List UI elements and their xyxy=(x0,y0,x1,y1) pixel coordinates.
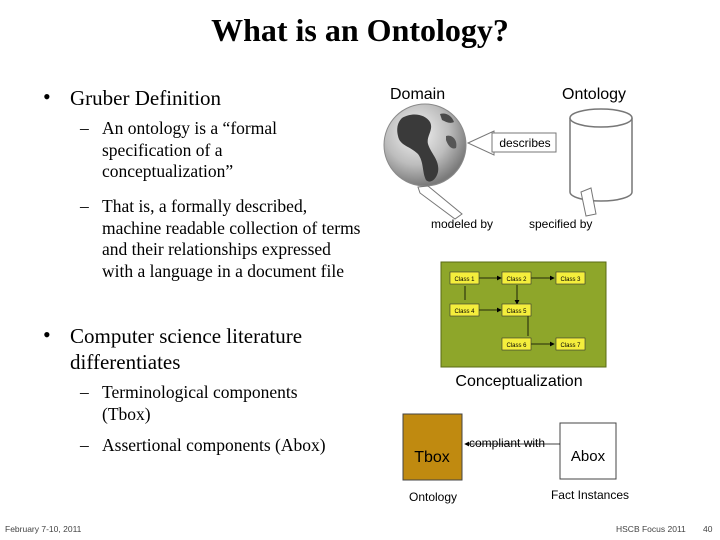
modeled-by-arrow xyxy=(417,185,463,220)
database-cylinder-icon xyxy=(569,108,633,202)
class-box-2 xyxy=(501,271,532,285)
slide-title: What is an Ontology? xyxy=(211,12,509,48)
sub-1-1-marker: – xyxy=(80,118,89,138)
ontology-bottom-label: Ontology xyxy=(409,490,457,504)
bullet-1-text: Gruber Definition xyxy=(70,86,222,110)
class-boxes: Class 1 Class 2 Class 3 Class 4 Class 5 … xyxy=(449,271,586,351)
bullet-2-marker: • xyxy=(43,322,51,347)
footer-page-number: 40 xyxy=(703,524,713,534)
bullet-1-marker: • xyxy=(43,84,51,109)
abox-box xyxy=(559,422,617,480)
sub-2-2-text: Assertional components (Abox) xyxy=(102,435,326,455)
globe-icon xyxy=(383,103,467,187)
abox-label: Abox xyxy=(571,448,606,465)
footer-date: February 7-10, 2011 xyxy=(5,524,82,534)
class-label-3: Class 3 xyxy=(560,277,581,283)
sub-2-2-marker: – xyxy=(80,435,89,455)
bullet-2-text: Computer science literature differentiat… xyxy=(70,324,303,374)
tbox-label: Tbox xyxy=(414,449,450,466)
sub-2-1-marker: – xyxy=(80,382,89,402)
sub-1-1-text: An ontology is a “formal specification o… xyxy=(102,118,277,181)
class-box-3 xyxy=(555,271,586,285)
class-label-5: Class 5 xyxy=(506,309,527,315)
class-label-1: Class 1 xyxy=(454,277,475,283)
footer-venue: HSCB Focus 2011 xyxy=(616,524,686,534)
tbox-box xyxy=(402,413,463,481)
class-box-1 xyxy=(449,271,480,285)
describes-callout: describes xyxy=(466,130,557,156)
class-label-2: Class 2 xyxy=(506,277,527,283)
class-box-7 xyxy=(555,337,586,351)
class-label-7: Class 7 xyxy=(560,343,581,349)
class-box-6 xyxy=(501,337,532,351)
class-box-4 xyxy=(449,303,480,317)
sub-1-2-text: That is, a formally described, machine r… xyxy=(102,196,361,281)
class-label-4: Class 4 xyxy=(454,309,475,315)
specified-by-label: specified by xyxy=(529,217,592,231)
conceptualization-label: Conceptualization xyxy=(455,373,582,390)
sub-2-1-text: Terminological components (Tbox) xyxy=(102,382,298,424)
class-links xyxy=(464,275,555,347)
compliant-label: compliant with xyxy=(469,436,545,450)
domain-label: Domain xyxy=(390,86,445,103)
sub-1-2-marker: – xyxy=(80,196,89,216)
specified-by-arrow xyxy=(580,187,597,217)
class-box-5 xyxy=(501,303,532,317)
modeled-by-label: modeled by xyxy=(431,217,493,231)
fact-instances-label: Fact Instances xyxy=(551,488,629,502)
class-label-6: Class 6 xyxy=(506,343,527,349)
describes-text: describes xyxy=(499,136,550,150)
ontology-label: Ontology xyxy=(562,86,626,103)
